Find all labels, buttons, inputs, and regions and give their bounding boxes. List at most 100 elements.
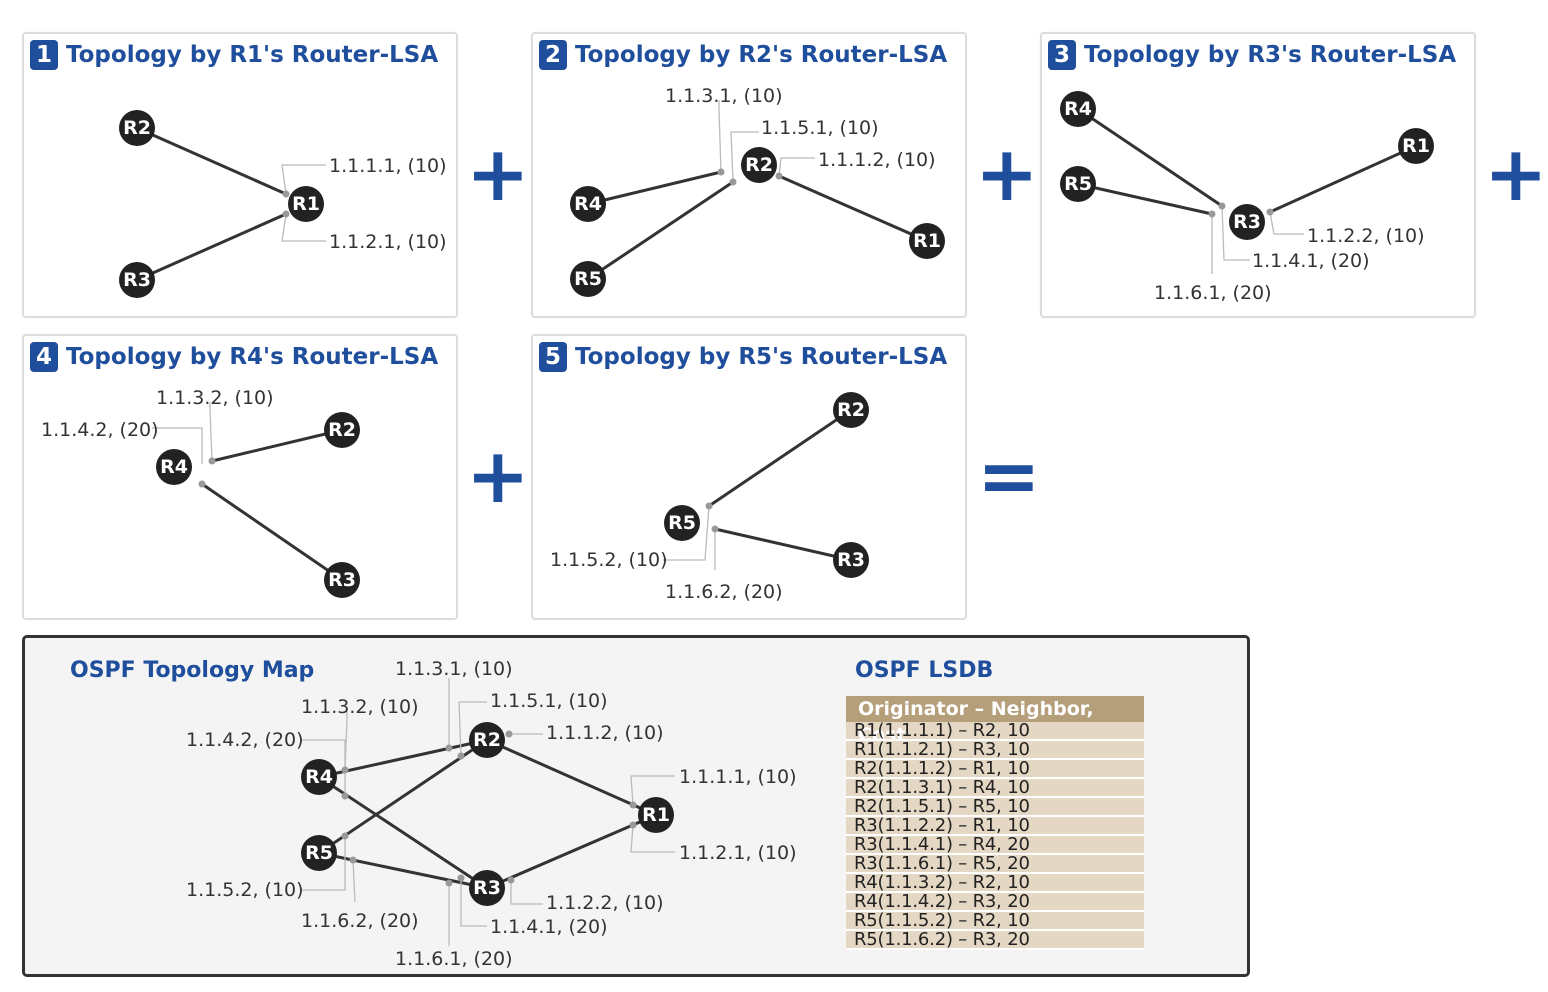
lsdb-row: R2(1.1.3.1) – R4, 10 [846,779,1144,798]
edge-r4-r2 [211,428,343,463]
port-dot [1266,208,1274,216]
leader-line [344,712,348,771]
router-label: R2 [837,399,865,421]
lsdb-row: R1(1.1.2.1) – R3, 10 [846,741,1144,760]
leader-line [630,775,675,806]
router-r5-node: R5 [570,261,606,297]
router-r4-node: R4 [1060,91,1096,127]
link-label: 1.1.2.1, (10) [329,231,447,253]
router-label: R2 [328,419,356,441]
router-label: R4 [574,193,602,215]
port-dot [717,168,725,176]
router-circle [833,542,869,578]
link-label: 1.1.4.2, (20) [186,729,304,751]
router-r2-node: R2 [119,110,155,146]
router-circle [301,835,337,871]
port-dot [208,457,216,465]
lsdb-row: R2(1.1.1.2) – R1, 10 [846,760,1144,779]
edge-r3-r1 [1269,144,1417,214]
panel-title-text: Topology by R2's Router-LSA [575,42,948,68]
router-r3-node: R3 [469,870,505,906]
edge-r3-r4 [1077,107,1223,208]
panel-r1-lsa: 1 Topology by R1's Router-LSA R2 R3 R1 1… [22,32,458,318]
lsdb-title: OSPF LSDB [855,658,994,683]
router-circle [119,110,155,146]
edge-r2-r4 [587,170,722,206]
edge-r5-r2 [708,408,852,508]
port-dot [505,730,513,738]
link-label: 1.1.2.2, (10) [1307,225,1425,247]
panel-r4-diagram: R4 R2 R3 1.1.3.2, (10) 1.1.4.2, (20) [41,387,360,598]
leader-line [1269,211,1304,235]
router-label: R3 [1233,211,1261,233]
router-circle [469,722,505,758]
port-dot [705,502,713,510]
port-dot [341,792,349,800]
router-circle [156,449,192,485]
router-r2-node: R2 [324,412,360,448]
router-label: R1 [642,804,670,826]
link-label: 1.1.1.1, (10) [329,155,447,177]
lsdb-row: R4(1.1.3.2) – R2, 10 [846,874,1144,893]
router-circle [324,412,360,448]
edge-r2-r1 [778,174,928,243]
leader-line [301,739,346,796]
leader-line [352,859,356,903]
port-dot [507,876,515,884]
router-circle [909,223,945,259]
edge-r5-r3 [318,851,488,890]
leader-line [281,213,326,242]
link-label: 1.1.6.1, (20) [1154,282,1272,304]
port-dot [629,821,637,829]
panel-r5-lsa: 5 Topology by R5's Router-LSA R2 R5 R3 1… [531,334,967,620]
port-dot [282,190,290,198]
router-circle [1060,91,1096,127]
router-label: R5 [668,512,696,534]
router-circle [570,261,606,297]
panel-title: 3 Topology by R3's Router-LSA [1048,40,1456,70]
router-r1-node: R1 [288,186,324,222]
port-dot [341,832,349,840]
router-r1-node: R1 [638,797,674,833]
leader-line [209,402,213,462]
router-label: R5 [574,268,602,290]
lsdb-row: R3(1.1.4.1) – R4, 20 [846,836,1144,855]
edge-r1-r2 [136,126,287,196]
plus-operator: + [466,431,530,520]
panel-title-text: Topology by R1's Router-LSA [66,42,439,68]
panel-r2-diagram: R4 R5 R2 R1 1.1.3.1, (10) 1.1.5.1, (10) … [570,85,945,297]
panel-number-badge: 4 [30,342,58,372]
router-circle [1229,204,1265,240]
router-circle [469,870,505,906]
router-circle [741,147,777,183]
link-label: 1.1.1.2, (10) [546,722,664,744]
link-label: 1.1.3.2, (10) [301,696,419,718]
lsdb-row: R5(1.1.5.2) – R2, 10 [846,912,1144,931]
router-label: R3 [837,549,865,571]
router-r1-node: R1 [1398,128,1434,164]
leader-line [730,131,759,183]
panel-number-badge: 3 [1048,40,1076,70]
port-dot [457,752,465,760]
router-circle [1060,166,1096,202]
link-label: 1.1.2.2, (10) [546,892,664,914]
link-label: 1.1.6.2, (20) [301,910,419,932]
panel-r3-lsa: 3 Topology by R3's Router-LSA R4 R5 R3 R… [1040,32,1476,318]
panel-r2-lsa: 2 Topology by R2's Router-LSA R4 R5 R2 R… [531,32,967,318]
link-label: 1.1.2.1, (10) [679,842,797,864]
router-r1-node: R1 [909,223,945,259]
router-label: R1 [292,193,320,215]
router-r3-node: R3 [833,542,869,578]
leader-line [1221,205,1250,261]
link-label: 1.1.3.1, (10) [665,85,783,107]
router-label: R5 [1064,173,1092,195]
router-circle [664,505,700,541]
link-label: 1.1.4.1, (20) [1252,250,1370,272]
leader-line [778,157,815,177]
panel-r3-diagram: R4 R5 R3 R1 1.1.2.2, (10) 1.1.4.1, (20) … [1060,91,1434,304]
router-label: R1 [1402,135,1430,157]
leader-line [281,164,326,195]
lsdb-row: R4(1.1.4.2) – R3, 20 [846,893,1144,912]
router-r4-node: R4 [301,759,337,795]
panel-title-text: Topology by R5's Router-LSA [575,344,948,370]
